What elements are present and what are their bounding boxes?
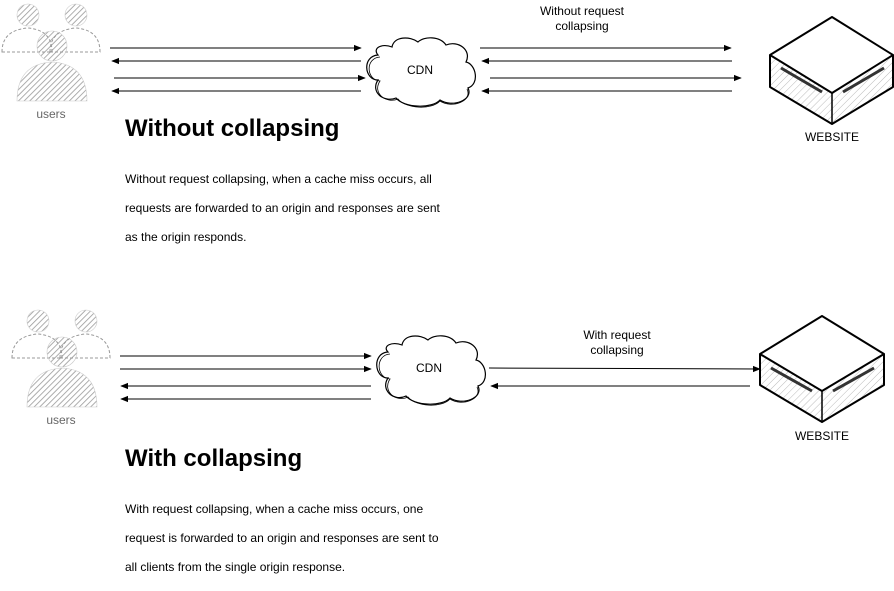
bottom-description-line: all clients from the single origin respo… xyxy=(125,560,346,574)
bottom-arrows xyxy=(120,352,761,403)
top-description: Without request collapsing, when a cache… xyxy=(125,172,440,259)
top-description-line: Without request collapsing, when a cache… xyxy=(125,172,432,186)
top-cdn-cloud-icon xyxy=(366,37,476,108)
top-arrows xyxy=(110,44,742,95)
bottom-description-line: request is forwarded to an origin and re… xyxy=(125,531,439,545)
top-cdn-label: CDN xyxy=(407,63,433,77)
bottom-users-icon xyxy=(11,309,111,408)
bottom-cdn-cloud-icon xyxy=(376,335,486,406)
bottom-origin-request-arrow xyxy=(488,365,761,373)
bottom-cdn-label: CDN xyxy=(416,361,442,375)
top-users-label: users xyxy=(36,107,66,121)
top-users-icon xyxy=(1,3,101,102)
top-description-line: requests are forwarded to an origin and … xyxy=(125,201,440,215)
bottom-description: With request collapsing, when a cache mi… xyxy=(125,502,439,589)
bottom-website-box-icon xyxy=(759,315,885,423)
top-website-label: WEBSITE xyxy=(804,130,859,144)
top-website-box-icon xyxy=(769,16,894,125)
bottom-edge-label: With request collapsing xyxy=(583,328,651,357)
bottom-users-label: users xyxy=(46,413,76,427)
top-heading: Without collapsing xyxy=(125,115,340,142)
bottom-heading: With collapsing xyxy=(125,445,303,472)
bottom-description-line: With request collapsing, when a cache mi… xyxy=(125,502,424,516)
top-description-line: as the origin responds. xyxy=(125,230,247,244)
top-edge-label: Without request collapsing xyxy=(539,4,625,33)
bottom-website-label: WEBSITE xyxy=(794,429,849,443)
